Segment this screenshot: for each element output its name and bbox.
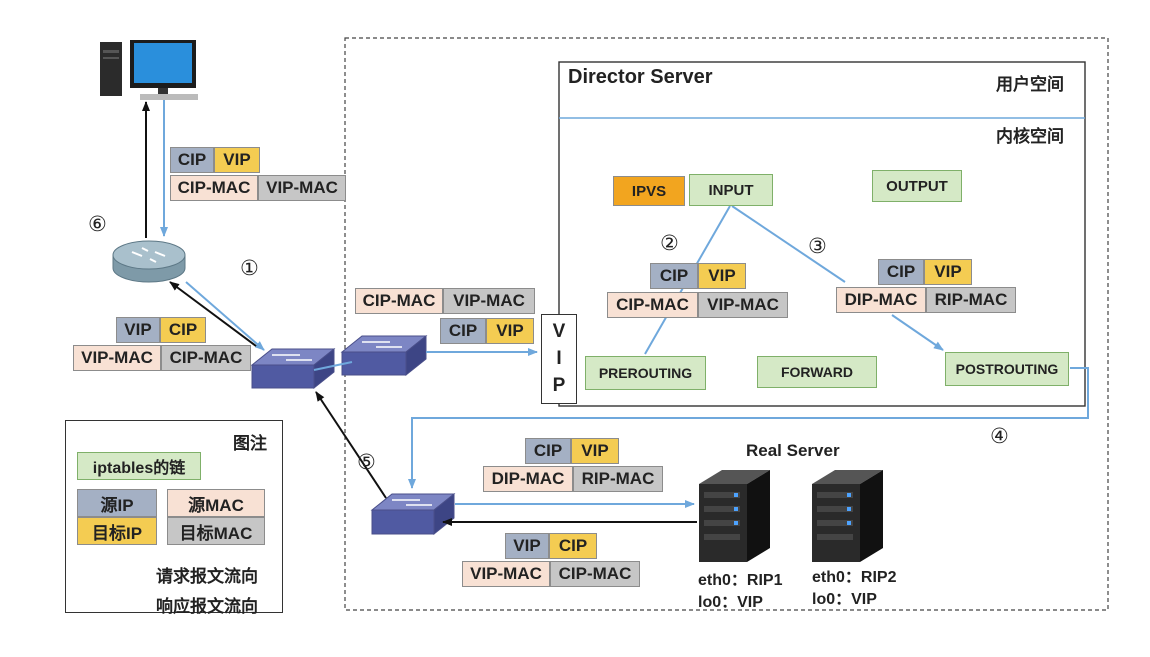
- packet-dst-ip: VIP: [698, 263, 746, 289]
- router-icon: [112, 240, 186, 283]
- legend-dst-mac-swatch: 目标MAC: [167, 517, 265, 545]
- real-server-1-icon: [699, 470, 770, 562]
- chain-prerouting: PREROUTING: [585, 356, 706, 390]
- legend-response-label: 响应报文流向: [156, 597, 258, 616]
- legend-src-ip-swatch: 源IP: [77, 489, 157, 517]
- step-1-marker: ①: [240, 256, 259, 280]
- chain-postrouting: POSTROUTING: [945, 352, 1069, 386]
- vip-letter-v: V: [552, 321, 566, 343]
- chain-ipvs: IPVS: [613, 176, 685, 206]
- kernel-space-label: 内核空间: [996, 127, 1064, 146]
- packet-dst-mac: CIP-MAC: [550, 561, 640, 587]
- director-server-box: [558, 61, 1086, 407]
- real-server-2-lo0: lo0：VIP: [812, 591, 877, 608]
- client-computer-icon: [100, 40, 198, 100]
- user-space-label: 用户空间: [996, 75, 1064, 94]
- packet-src-mac: CIP-MAC: [355, 288, 443, 314]
- packet-dst-mac: VIP-MAC: [258, 175, 346, 201]
- packet-src-ip: CIP: [440, 318, 486, 344]
- legend-dst-ip-swatch: 目标IP: [77, 517, 157, 545]
- packet-dst-ip: CIP: [549, 533, 597, 559]
- vip-letter-p: P: [552, 374, 566, 396]
- packet-src-mac: DIP-MAC: [483, 466, 573, 492]
- packet-src-ip: CIP: [170, 147, 214, 173]
- chain-input: INPUT: [689, 174, 773, 206]
- packet-dst-ip: CIP: [160, 317, 206, 343]
- step-4-marker: ④: [990, 424, 1009, 448]
- packet-dst-mac: RIP-MAC: [926, 287, 1016, 313]
- packet-dst-ip: VIP: [486, 318, 534, 344]
- legend-chain-swatch: iptables的链: [77, 452, 201, 480]
- request-arrow-to-postrouting: [891, 314, 944, 351]
- request-arrow-postrouting-switch3: [408, 367, 1089, 489]
- packet-src-ip: VIP: [116, 317, 160, 343]
- real-server-title: Real Server: [746, 441, 840, 460]
- packet-src-mac: VIP-MAC: [462, 561, 550, 587]
- director-server-title: Director Server: [568, 66, 713, 88]
- packet-dst-mac: VIP-MAC: [443, 288, 535, 314]
- cluster-boundary: [344, 37, 1109, 611]
- packet-src-ip: VIP: [505, 533, 549, 559]
- switch-3-icon: [370, 492, 456, 536]
- packet-dst-ip: VIP: [924, 259, 972, 285]
- real-server-1-eth0: eth0：RIP1: [698, 572, 783, 589]
- chain-output: OUTPUT: [872, 170, 962, 202]
- vip-interface: V I P: [541, 314, 577, 404]
- request-line-input-postrouting: [731, 205, 846, 283]
- real-server-1-lo0: lo0：VIP: [698, 594, 763, 611]
- request-arrow-switch1-switch2: [313, 361, 353, 371]
- packet-dst-ip: VIP: [571, 438, 619, 464]
- legend-src-mac-swatch: 源MAC: [167, 489, 265, 517]
- request-arrow-router-switch1: [185, 281, 265, 351]
- legend-title: 图注: [233, 434, 267, 453]
- switch-2-icon: [340, 334, 428, 377]
- packet-dst-mac: RIP-MAC: [573, 466, 663, 492]
- packet-dst-ip: VIP: [214, 147, 260, 173]
- step-5-marker: ⑤: [357, 450, 376, 474]
- real-server-2-icon: [812, 470, 883, 562]
- packet-src-mac: CIP-MAC: [170, 175, 258, 201]
- packet-src-ip: CIP: [650, 263, 698, 289]
- packet-dst-mac: CIP-MAC: [161, 345, 251, 371]
- packet-src-ip: CIP: [878, 259, 924, 285]
- switch-1-icon: [250, 347, 336, 390]
- step-3-marker: ③: [808, 234, 827, 258]
- legend-request-label: 请求报文流向: [156, 567, 258, 586]
- response-arrow-switch3-switch1: [315, 391, 387, 499]
- packet-src-mac: CIP-MAC: [607, 292, 698, 318]
- packet-src-mac: VIP-MAC: [73, 345, 161, 371]
- chain-forward: FORWARD: [757, 356, 877, 388]
- step-6-marker: ⑥: [88, 212, 107, 236]
- packet-dst-mac: VIP-MAC: [698, 292, 788, 318]
- packet-src-ip: CIP: [525, 438, 571, 464]
- vip-letter-i: I: [556, 347, 562, 369]
- real-server-2-eth0: eth0：RIP2: [812, 569, 897, 586]
- response-arrow-switch1-router: [169, 281, 257, 347]
- step-2-marker: ②: [660, 231, 679, 255]
- packet-src-mac: DIP-MAC: [836, 287, 926, 313]
